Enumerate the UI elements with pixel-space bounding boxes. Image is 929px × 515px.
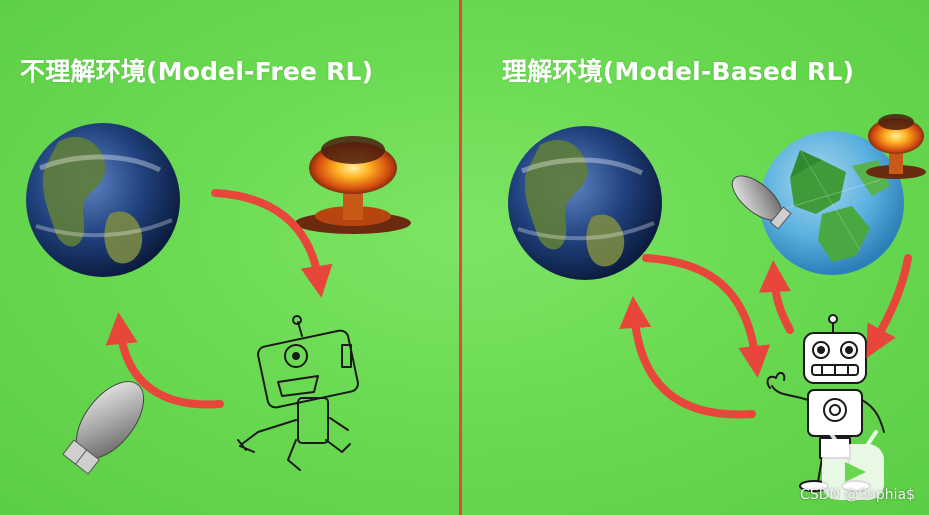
watermark: CSDN @Sophia$ [800,487,915,503]
cycle-arrows-right [619,254,912,419]
earth-icon [26,123,180,277]
robot-icon [766,314,885,492]
panel-divider [459,0,462,515]
low-poly-globe-icon [760,131,904,275]
nuclear-explosion-icon [866,114,926,179]
nuclear-explosion-icon [295,136,411,234]
cycle-arrows-left [105,189,333,409]
bomb-icon [62,381,145,475]
bomb-icon [731,175,792,230]
robot-icon [237,315,359,471]
bilibili-logo-icon [822,430,884,500]
model-free-panel: 不理解环境(Model-Free RL) [0,0,459,515]
model-free-title: 不理解环境(Model-Free RL) [20,57,374,86]
model-based-title: 理解环境(Model-Based RL) [502,57,855,86]
model-based-panel: 理解环境(Model-Based RL) [463,0,929,515]
earth-icon [508,126,662,280]
